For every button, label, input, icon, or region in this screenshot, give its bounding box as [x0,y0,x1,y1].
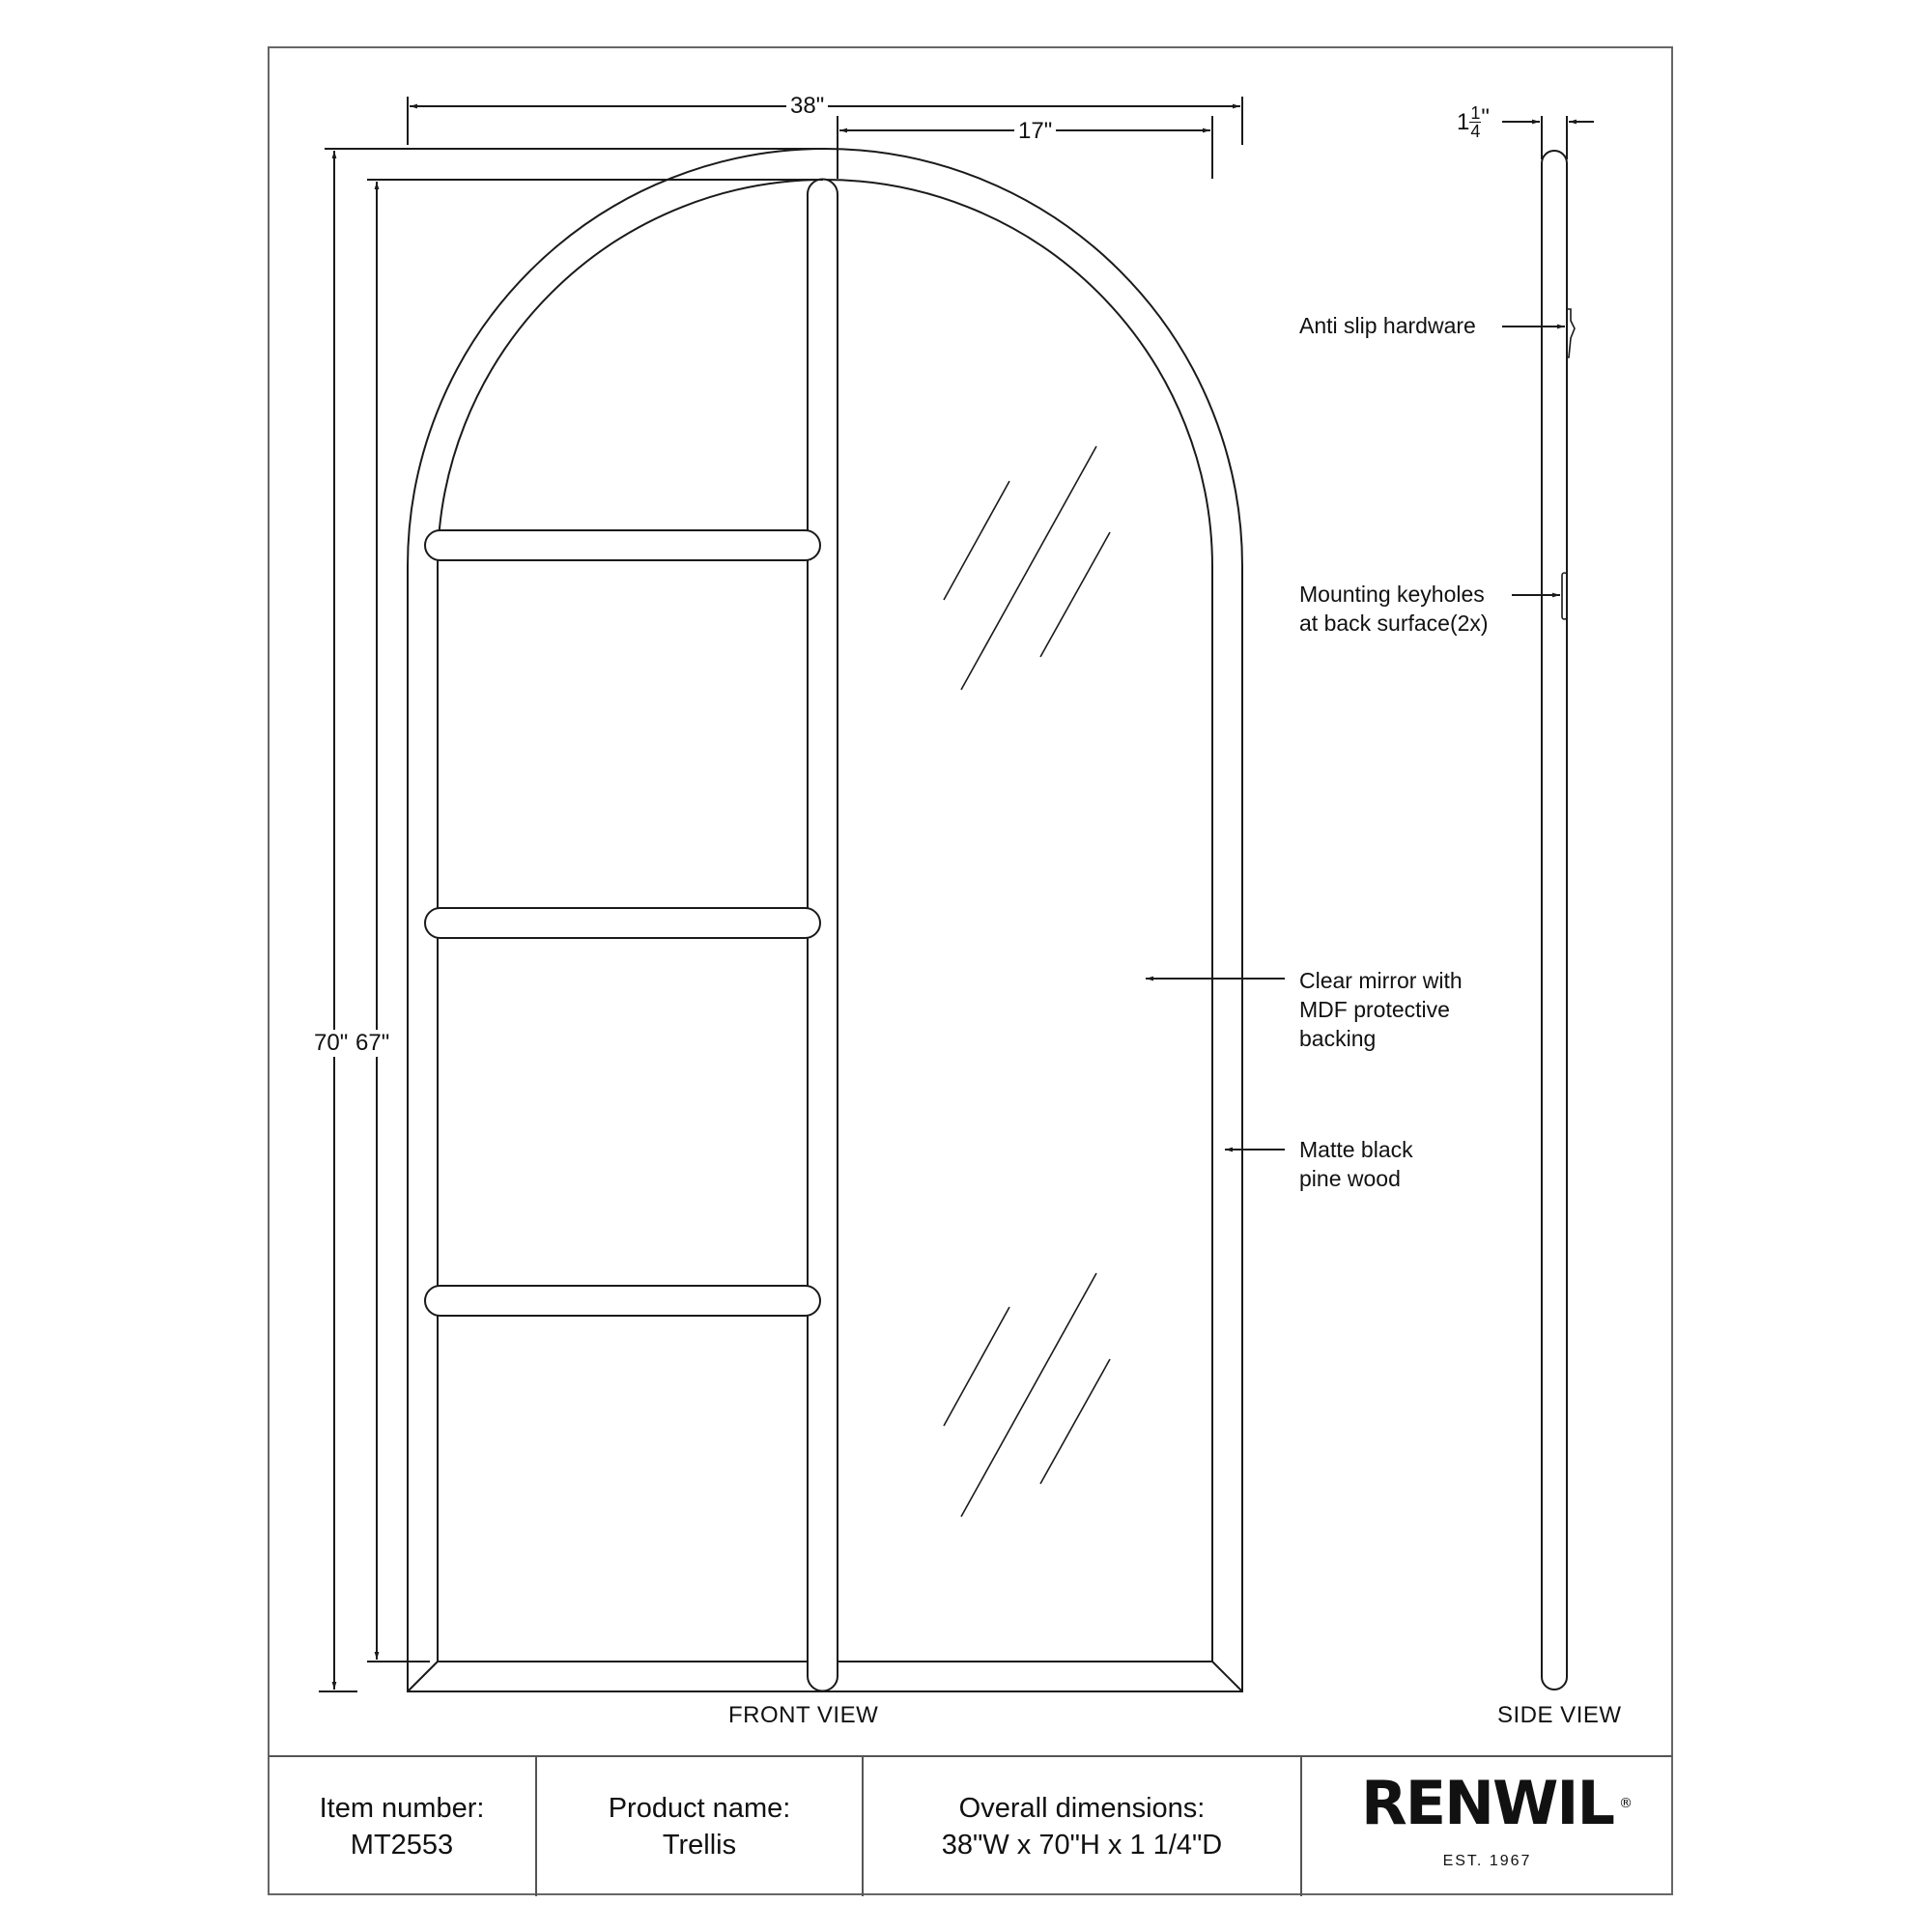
front-view [319,97,1285,1692]
product-name-value: Trellis [662,1830,737,1861]
depth-fraction: 1 4 [1469,103,1482,141]
outer-frame [407,148,1243,1692]
product-name-label: Product name: [608,1793,791,1824]
depth-numerator: 1 [1469,103,1482,123]
side-profile [1541,150,1568,1690]
depth-unit: " [1481,104,1490,130]
horizontal-bar-2 [424,907,821,939]
registered-mark: ® [1618,1796,1633,1811]
horizontal-bar-1 [424,529,821,561]
front-view-label: FRONT VIEW [728,1702,879,1728]
brand-name: RENWIL [1361,1768,1615,1838]
item-number-cell: Item number: MT2553 [269,1757,537,1896]
brand-logo: RENWIL ® [1361,1774,1633,1833]
title-block: Item number: MT2553 Product name: Trelli… [269,1755,1672,1896]
item-number-value: MT2553 [350,1830,454,1861]
product-name-cell: Product name: Trellis [537,1757,864,1896]
inner-frame [437,179,1213,1662]
brand-cell: RENWIL ® EST. 1967 [1302,1757,1672,1896]
side-view [1502,116,1594,1690]
overall-dimensions-label: Overall dimensions: [958,1793,1206,1824]
horizontal-bar-3 [424,1285,821,1317]
depth-denominator: 4 [1470,122,1481,141]
keyhole-icon [1561,572,1568,620]
depth-whole: 1 [1457,108,1470,135]
dimension-half-width: 17" [1014,118,1057,145]
item-number-label: Item number: [319,1793,485,1824]
dimension-depth: 1 1 4 " [1457,104,1490,140]
brand-tagline: EST. 1967 [1442,1853,1532,1869]
side-view-label: SIDE VIEW [1497,1702,1622,1728]
dimension-inner-height: 67" [354,1030,392,1057]
anti-slip-hardware-icon [1567,308,1576,358]
mirror-reflection-lines [943,445,1111,1518]
callout-clear-mirror: Clear mirror with MDF protective backing [1299,968,1463,1051]
callout-mounting-keyholes: Mounting keyholes at back surface(2x) [1299,582,1489,636]
dimension-overall-height: 70" [312,1030,351,1057]
callout-anti-slip-hardware: Anti slip hardware [1299,313,1476,338]
sheet-border [268,46,1673,1895]
overall-dimensions-cell: Overall dimensions: 38"W x 70"H x 1 1/4"… [864,1757,1302,1896]
dimension-overall-width: 38" [786,93,829,120]
callout-matte-black-frame: Matte black pine wood [1299,1137,1413,1191]
overall-dimensions-value: 38"W x 70"H x 1 1/4"D [941,1830,1223,1861]
